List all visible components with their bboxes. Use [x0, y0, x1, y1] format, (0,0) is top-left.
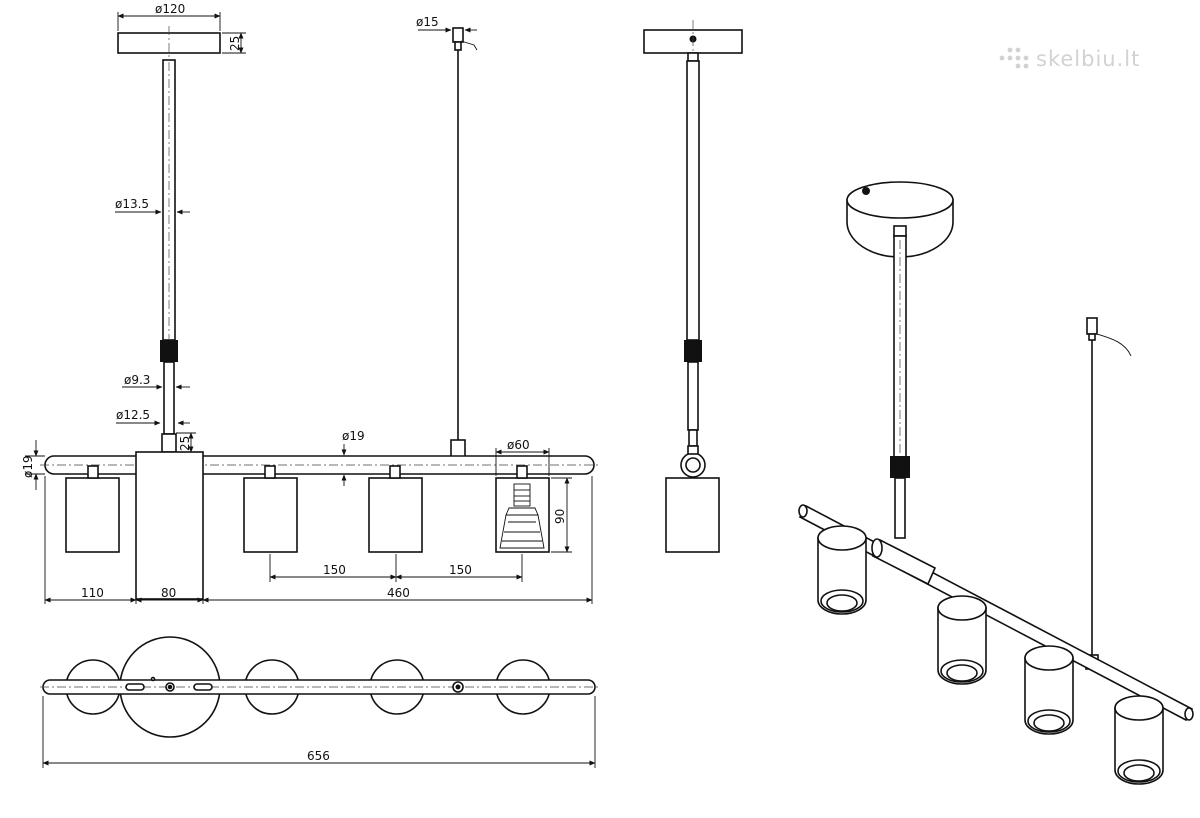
perspective-view: [798, 181, 1194, 785]
front-view: ø120 25 ø15 ø13.5 ø9.3 ø12.5 25 ø19: [21, 2, 600, 604]
dim-bar-diameter: ø19: [342, 429, 365, 443]
side-view: [643, 20, 743, 553]
dim-canopy-height: 25: [228, 36, 242, 51]
spotlight-3-front: [368, 465, 423, 553]
dim-length-right: 460: [387, 586, 410, 600]
dim-rod-end-diameter: ø12.5: [116, 408, 150, 422]
dim-lower-rod-diameter: ø9.3: [124, 373, 150, 387]
watermark-text: skelbiu.lt: [1036, 47, 1140, 71]
spotlight-3-perspective: [1024, 645, 1074, 735]
rod-coupling-front: [160, 340, 178, 362]
dim-cable-diameter: ø15: [416, 15, 439, 29]
dim-spacing-2: 150: [449, 563, 472, 577]
watermark: skelbiu.lt: [999, 47, 1140, 71]
spotlight-2-front: [243, 465, 298, 553]
spotlight-4-cutaway: [495, 465, 550, 553]
dim-shade-height: 90: [553, 509, 567, 524]
dim-shade-diameter: ø60: [507, 438, 530, 452]
dim-spacing-1: 150: [323, 563, 346, 577]
spotlight-4-perspective: [1114, 695, 1164, 785]
center-mount-block: [135, 451, 204, 600]
spotlight-2-perspective: [937, 595, 987, 685]
dim-rod-end-height: 25: [178, 436, 192, 451]
top-view: 656: [40, 636, 600, 768]
rod-coupling-side: [684, 340, 702, 362]
dim-offset-left: 110: [81, 586, 104, 600]
spotlight-side: [665, 477, 720, 553]
dim-total-length: 656: [307, 749, 330, 763]
spotlight-1-perspective: [817, 525, 867, 615]
spotlight-1-front: [65, 465, 120, 553]
canopy-perspective: [846, 181, 954, 219]
dim-bar-diameter-side: ø19: [21, 455, 35, 478]
dim-rod-diameter: ø13.5: [115, 197, 149, 211]
dim-canopy-diameter: ø120: [155, 2, 185, 16]
suspension-rod-side: [686, 60, 700, 341]
dim-offset-center: 80: [161, 586, 176, 600]
skelbiu-logo-icon: [999, 47, 1029, 69]
